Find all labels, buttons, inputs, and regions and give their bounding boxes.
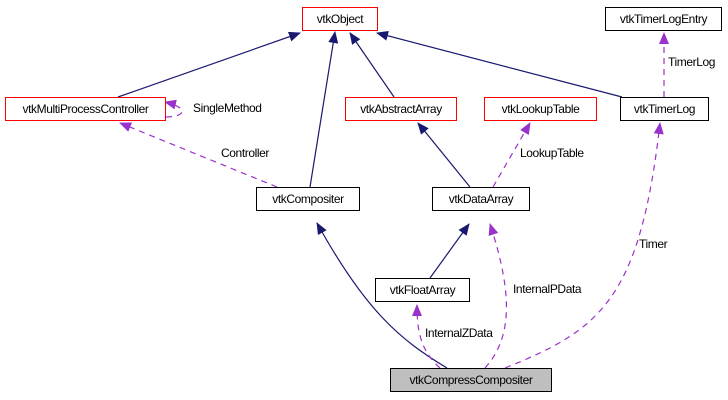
edge-label-internalzdata: InternalZData xyxy=(425,326,493,340)
edge-mpc-self-singlemethod xyxy=(164,99,183,118)
node-vtktimerlog[interactable]: vtkTimerLog xyxy=(620,97,709,121)
node-vtktimerlogentry[interactable]: vtkTimerLogEntry xyxy=(605,7,722,31)
edge-label-timerlog: TimerLog xyxy=(668,55,716,69)
edge-compress-internalpdata xyxy=(484,223,508,369)
edge-label-lookuptable: LookupTable xyxy=(520,146,584,160)
node-vtkobject[interactable]: vtkObject xyxy=(302,7,378,31)
edge-floatarray-to-dataarray xyxy=(429,223,470,279)
edge-dataarray-to-abstractarray xyxy=(417,122,471,188)
node-vtkmultiprocesscontroller[interactable]: vtkMultiProcessController xyxy=(5,97,166,121)
node-vtkabstractarray[interactable]: vtkAbstractArray xyxy=(345,97,457,121)
edge-mpc-to-object xyxy=(117,31,301,98)
edge-label-controller: Controller xyxy=(221,146,270,160)
node-vtkcompositer[interactable]: vtkCompositer xyxy=(256,187,360,211)
edge-timerlog-to-object xyxy=(376,30,623,98)
edge-label-timer: Timer xyxy=(639,237,668,251)
edge-compositer-to-object xyxy=(309,31,339,188)
edge-compress-timer xyxy=(504,122,664,369)
edge-dataarray-lookuptable xyxy=(492,122,531,188)
node-vtkcompresscompositer[interactable]: vtkCompressCompositer xyxy=(390,368,552,392)
node-vtkdataarray[interactable]: vtkDataArray xyxy=(432,187,530,211)
edge-abstractarray-to-object xyxy=(349,32,395,98)
node-vtklookuptable[interactable]: vtkLookupTable xyxy=(484,97,597,121)
node-vtkfloatarray[interactable]: vtkFloatArray xyxy=(375,278,470,302)
edge-compress-internalzdata xyxy=(412,304,441,369)
edge-label-singlemethod: SingleMethod xyxy=(193,101,262,115)
edge-label-internalpdata: InternalPData xyxy=(513,282,582,296)
